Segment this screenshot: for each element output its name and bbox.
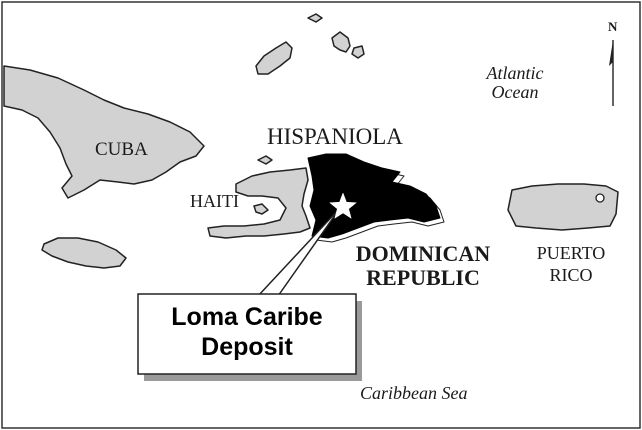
hispaniola-label: HISPANIOLA xyxy=(267,124,403,149)
jamaica-landmass xyxy=(41,237,127,269)
cuba-landmass xyxy=(3,65,205,199)
cuba-label: CUBA xyxy=(95,139,148,160)
callout-line-1: Loma Caribe xyxy=(171,303,323,331)
callout-line-2: Deposit xyxy=(201,333,293,361)
star-icon xyxy=(329,192,357,219)
caribbean-sea-label: Caribbean Sea xyxy=(360,383,468,403)
north-arrow-icon xyxy=(609,40,614,106)
bahamas-island-small-1 xyxy=(307,13,323,23)
puerto-rico-label: PUERTO RICO xyxy=(536,243,606,285)
tortuga-island xyxy=(257,155,273,165)
bahamas-island-small-3 xyxy=(351,45,365,59)
north-arrow-label: N xyxy=(608,19,618,34)
bahamas-island-large xyxy=(255,41,293,75)
haiti-landmass xyxy=(207,167,311,239)
callout-box xyxy=(137,293,357,375)
puerto-rico-landmass xyxy=(507,183,619,231)
callout-text: Loma Caribe Deposit xyxy=(138,302,356,362)
gonave-island xyxy=(253,203,269,215)
bahamas-island-small-2 xyxy=(331,31,351,53)
dominican-republic-label: DOMINICAN REPUBLIC xyxy=(355,241,491,291)
haiti-label: HAITI xyxy=(190,191,239,211)
san-juan-marker xyxy=(595,193,605,203)
dominican-republic-landmass xyxy=(307,153,441,239)
atlantic-ocean-label: Atlantic Ocean xyxy=(486,63,544,102)
